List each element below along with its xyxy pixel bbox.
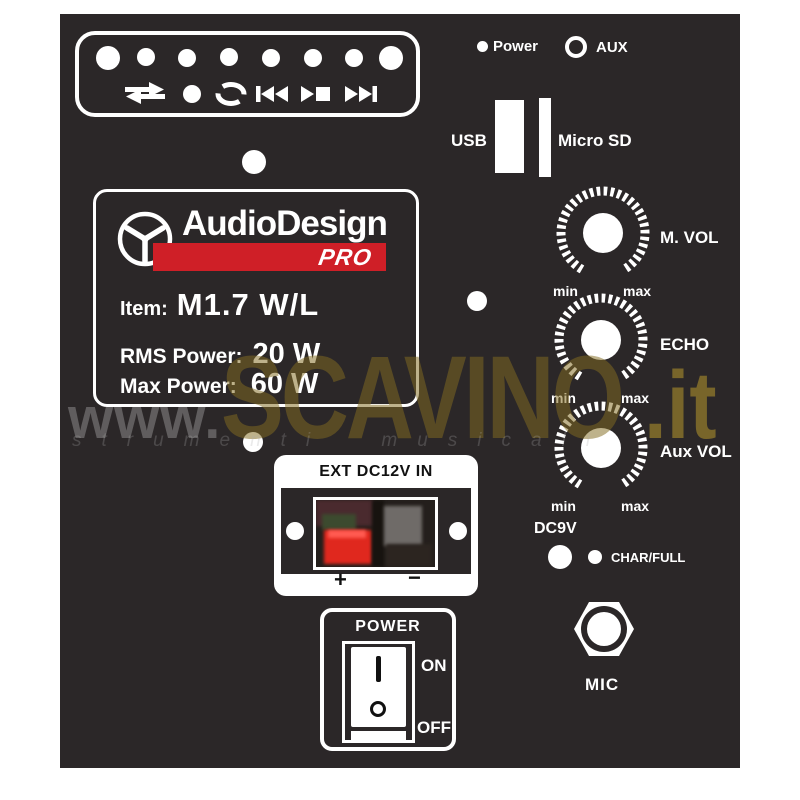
max-power-label: Max Power: [120,375,237,398]
audiodesign-emblem-icon [117,211,173,267]
switch-off-label: OFF [417,718,451,737]
ext-dc12v-window [281,488,471,574]
switch-on-label: ON [421,656,447,675]
dc9v-label: DC9V [534,520,577,537]
dc-plus-label: + [334,567,347,592]
media-button-4[interactable] [220,48,238,66]
rms-power-value: 20 W [252,338,321,370]
power-switch-title: POWER [355,618,421,635]
brand-name: AudioDesign [182,204,388,243]
rocker-switch-base [351,731,406,741]
aux-volume-label: Aux VOL [660,442,732,461]
media-button-6[interactable] [304,49,322,67]
dot-icon[interactable] [183,85,201,103]
knob-min-label: min [551,390,576,406]
power-led-label: Power [493,38,539,55]
ext-dc12v-box: EXT DC12V IN + − [274,455,478,596]
dc9v-jack[interactable] [548,545,572,569]
knob-max-label: max [621,390,650,406]
char-full-label: CHAR/FULL [611,550,686,565]
aux-volume-knob[interactable]: min max [541,396,661,521]
charge-led [588,550,602,564]
usb-slot[interactable] [495,100,524,173]
echo-knob[interactable]: min max [541,288,661,413]
knob-min-label: min [553,283,578,299]
knob-max-label: max [621,498,650,514]
power-led [477,41,488,52]
media-button-7[interactable] [345,49,363,67]
dc-connector-photo [313,497,438,570]
aux-jack[interactable] [565,36,587,58]
mic-label: MIC [585,675,620,694]
switch-off-mark [370,701,386,717]
knob-max-label: max [623,283,652,299]
next-track-icon[interactable] [343,84,379,104]
knob-min-label: min [551,498,576,514]
master-volume-label: M. VOL [660,228,719,247]
screw-hole [467,291,487,311]
microsd-label: Micro SD [558,131,632,150]
screw-hole [286,522,304,540]
screw-hole [242,150,266,174]
screw-hole [243,432,263,452]
speaker-control-panel: Power AUX USB Micro SD AudioDesign PRO I… [60,14,740,768]
switch-on-mark [376,656,381,682]
dc-minus-label: − [408,565,421,590]
media-button-2[interactable] [137,48,155,66]
power-switch-box: POWER ON OFF [320,608,456,751]
brand-sub-name: PRO [316,243,375,270]
repeat-icon[interactable] [214,81,248,107]
aux-jack-label: AUX [596,39,628,56]
usb-label: USB [451,131,487,150]
media-control-bar [75,31,420,117]
swap-arrows-icon[interactable] [124,80,166,106]
item-value: M1.7 W/L [176,287,320,322]
brand-spec-box: AudioDesign PRO Item: M1.7 W/L RMS Power… [93,189,419,407]
rocker-switch[interactable] [351,647,406,727]
rocker-switch-frame [342,641,415,743]
media-button-8[interactable] [379,46,403,70]
rms-power-label: RMS Power: [120,345,243,368]
screw-hole [449,522,467,540]
media-button-5[interactable] [262,49,280,67]
mic-jack[interactable] [572,600,636,658]
echo-label: ECHO [660,335,710,354]
max-power-value: 60 W [250,368,319,400]
microsd-slot[interactable] [539,98,551,177]
brand-banner: PRO [153,243,386,271]
item-label: Item: [120,298,168,320]
media-button-1[interactable] [96,46,120,70]
ext-dc12v-title: EXT DC12V IN [319,463,433,480]
play-stop-icon[interactable] [299,84,332,104]
media-button-3[interactable] [178,49,196,67]
previous-track-icon[interactable] [254,84,290,104]
master-volume-knob[interactable]: min max [543,181,663,306]
